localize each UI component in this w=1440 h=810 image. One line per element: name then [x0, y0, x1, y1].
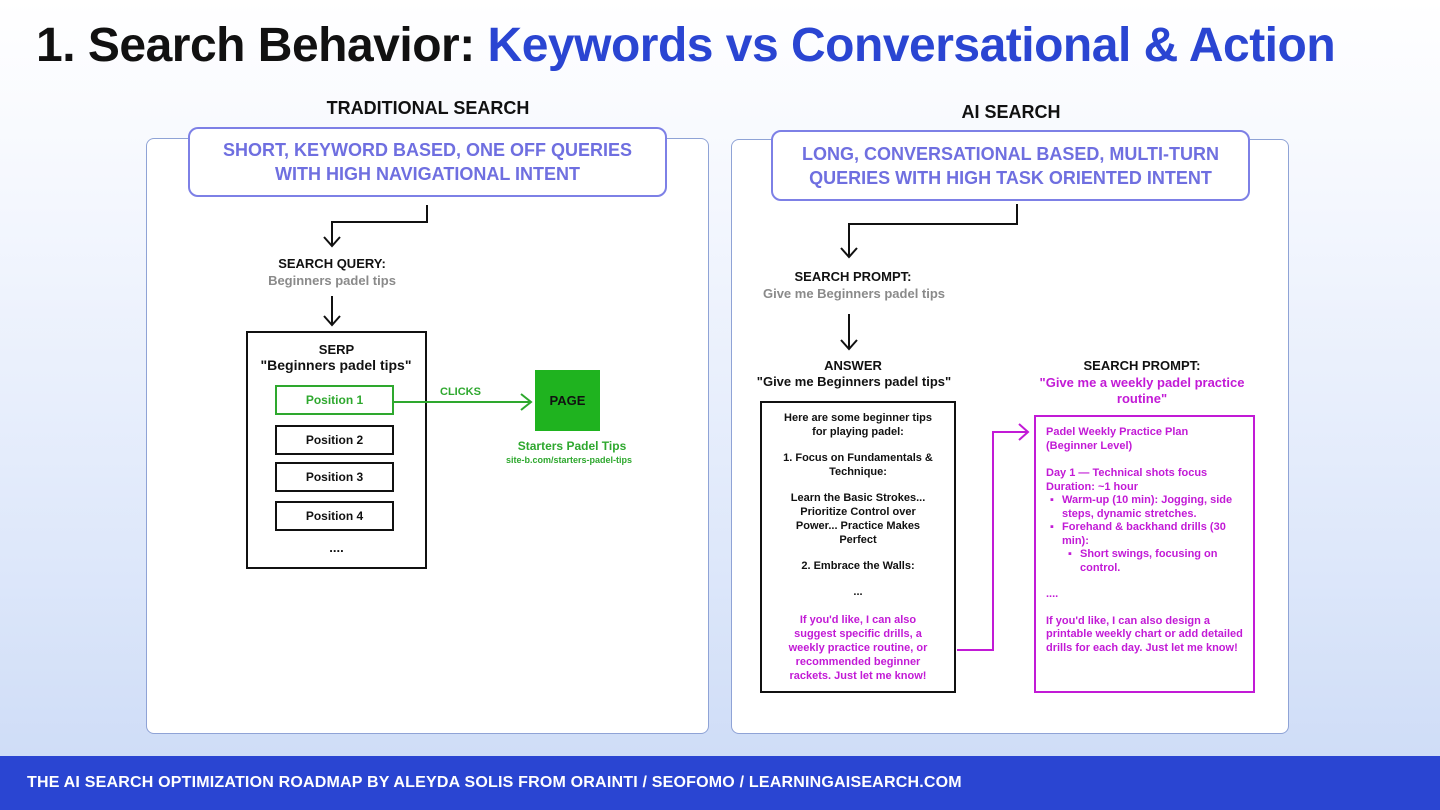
plan-day-1: Day 1 — Technical shots focus	[1046, 467, 1208, 479]
answer-offer-3: weekly practice routine, or	[788, 642, 928, 654]
plan-item-1: Warm-up (10 min): Jogging, side steps, d…	[1046, 494, 1248, 521]
site-name: Starters Padel Tips	[517, 439, 627, 453]
ai-pill-line2: QUERIES WITH HIGH TASK ORIENTED INTENT	[809, 167, 1212, 188]
answer-intro-1: Here are some beginner tips	[784, 412, 932, 424]
answer-point-1-line1: 1. Focus on Fundamentals &	[783, 452, 933, 464]
search-prompt-2-value-2: routine"	[1116, 391, 1168, 406]
answer-offer-1: If you'd like, I can also	[799, 614, 917, 626]
plan-sublist: Short swings, focusing on control.	[1046, 548, 1248, 575]
clicks-label: CLICKS	[440, 386, 481, 398]
plan-day-2: Duration: ~1 hour	[1046, 480, 1138, 493]
serp-ellipsis: ....	[329, 540, 344, 555]
search-prompt-2-value: "Give me a weekly padel practice routine…	[1022, 375, 1262, 407]
plan-item-2: Forehand & backhand drills (30 min):	[1046, 521, 1248, 548]
ai-heading: AI SEARCH	[961, 102, 1061, 122]
answer-query: "Give me Beginners padel tips"	[756, 374, 952, 389]
traditional-panel	[146, 138, 709, 734]
result-page[interactable]: PAGE	[535, 370, 600, 431]
answer-intro: Here are some beginner tips for playing …	[760, 411, 956, 439]
answer-detail-1: Learn the Basic Strokes...	[790, 492, 926, 504]
search-prompt-label: SEARCH PROMPT:	[794, 269, 912, 284]
serp-position-2[interactable]: Position 2	[275, 425, 394, 455]
plan-list: Warm-up (10 min): Jogging, side steps, d…	[1046, 494, 1248, 548]
ai-pill-line1: LONG, CONVERSATIONAL BASED, MULTI-TURN	[802, 143, 1219, 164]
serp-position-3[interactable]: Position 3	[275, 462, 394, 492]
answer-point-1: 1. Focus on Fundamentals & Technique:	[760, 451, 956, 479]
answer-offer-2: suggest specific drills, a	[794, 628, 922, 640]
footer-text: THE AI SEARCH OPTIMIZATION ROADMAP BY AL…	[27, 774, 962, 791]
answer-label: ANSWER	[824, 358, 882, 373]
traditional-heading: TRADITIONAL SEARCH	[326, 98, 530, 118]
title-prefix: 1. Search Behavior:	[36, 19, 475, 72]
search-prompt-2-value-1: "Give me a weekly padel practice	[1039, 375, 1245, 390]
answer-ellipsis: ...	[853, 586, 863, 598]
serp-title: SERP	[318, 342, 355, 357]
search-prompt-2-label: SEARCH PROMPT:	[1083, 358, 1201, 373]
page-title: 1. Search Behavior: Keywords vs Conversa…	[36, 14, 1426, 80]
traditional-pill-line2: WITH HIGH NAVIGATIONAL INTENT	[275, 164, 580, 184]
site-url[interactable]: site-b.com/starters-padel-tips	[505, 455, 633, 465]
answer-offer: If you'd like, I can also suggest specif…	[760, 613, 956, 683]
ai-pill: LONG, CONVERSATIONAL BASED, MULTI-TURN Q…	[771, 130, 1250, 201]
answer-detail-2: Prioritize Control over	[800, 506, 916, 518]
serp-position-4[interactable]: Position 4	[275, 501, 394, 531]
answer-detail-4: Perfect	[839, 534, 877, 546]
plan-subitem: Short swings, focusing on control.	[1064, 548, 1248, 575]
search-query-label: SEARCH QUERY:	[278, 256, 386, 271]
answer-point-1-line2: Technique:	[829, 466, 887, 478]
plan-title-2: (Beginner Level)	[1046, 439, 1133, 452]
plan-ellipsis: ....	[1046, 588, 1059, 600]
answer-point-2: 2. Embrace the Walls:	[801, 560, 915, 572]
title-accent: Keywords vs Conversational & Action	[487, 19, 1336, 72]
search-query-value: Beginners padel tips	[268, 273, 396, 288]
plan-title-1: Padel Weekly Practice Plan	[1046, 426, 1189, 438]
plan-offer: If you'd like, I can also design a print…	[1046, 614, 1243, 654]
answer-intro-2: for playing padel:	[812, 426, 904, 438]
traditional-pill: SHORT, KEYWORD BASED, ONE OFF QUERIES WI…	[188, 127, 667, 197]
serp-position-1[interactable]: Position 1	[275, 385, 394, 415]
answer-box	[760, 401, 956, 693]
search-prompt-value: Give me Beginners padel tips	[762, 286, 946, 301]
answer-detail-3: Power... Practice Makes	[795, 520, 921, 532]
serp-query: "Beginners padel tips"	[260, 357, 412, 373]
answer-detail: Learn the Basic Strokes... Prioritize Co…	[760, 491, 956, 547]
answer-offer-5: rackets. Just let me know!	[789, 670, 927, 682]
plan-content: Padel Weekly Practice Plan (Beginner Lev…	[1046, 426, 1248, 655]
answer-offer-4: recommended beginner	[795, 656, 921, 668]
traditional-pill-line1: SHORT, KEYWORD BASED, ONE OFF QUERIES	[222, 140, 633, 160]
footer-bar: THE AI SEARCH OPTIMIZATION ROADMAP BY AL…	[0, 756, 1440, 810]
